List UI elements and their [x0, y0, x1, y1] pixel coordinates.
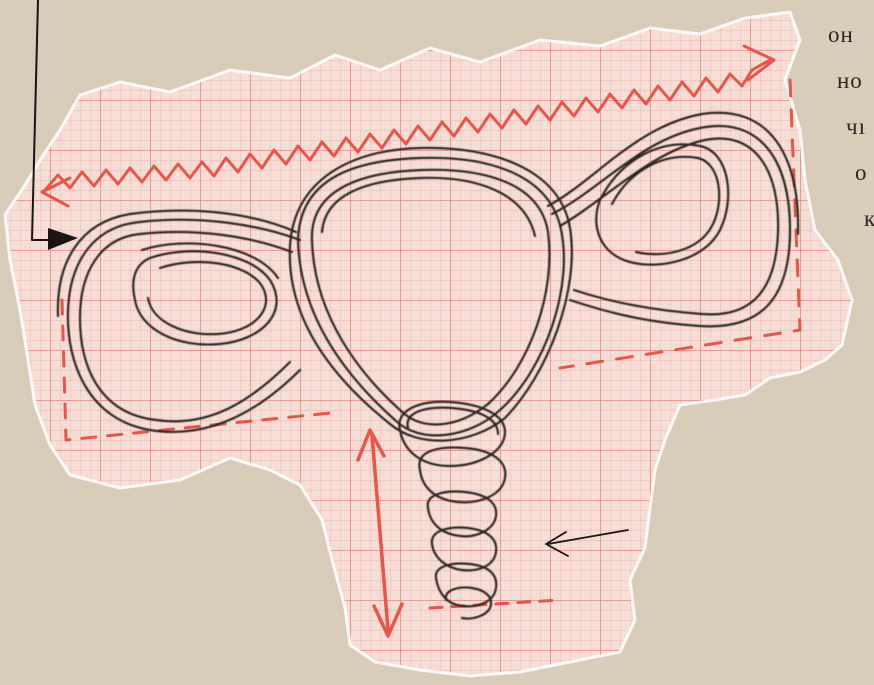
- side-text-line-1: он: [828, 22, 854, 48]
- graph-paper: [5, 12, 852, 676]
- side-text-line-2: но: [837, 68, 863, 94]
- side-text-line-3: чı: [846, 114, 866, 140]
- side-text-line-4: о: [855, 160, 868, 186]
- side-text-line-5: к: [864, 206, 874, 232]
